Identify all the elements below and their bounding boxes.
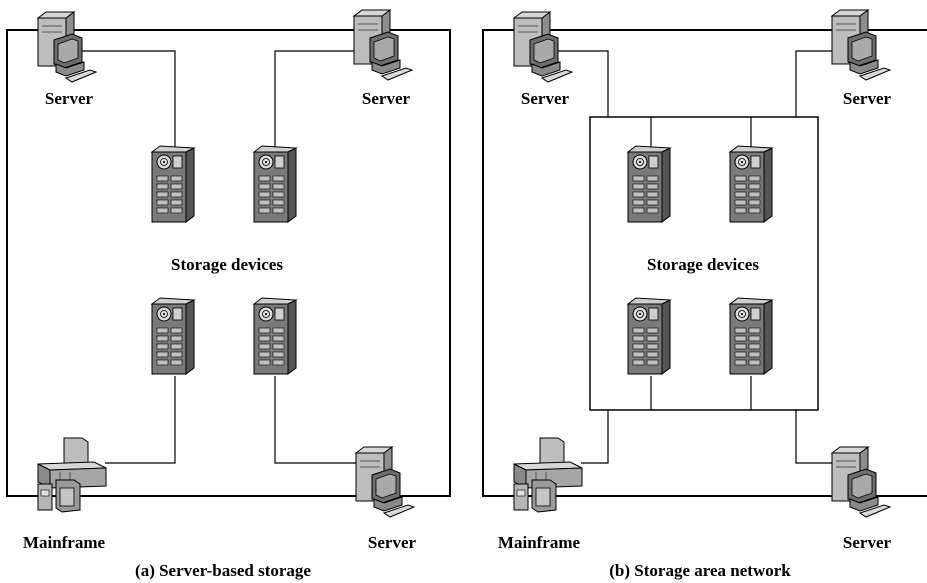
link-a-server-br bbox=[274, 376, 364, 464]
server-icon bbox=[355, 446, 415, 518]
server-icon bbox=[831, 9, 891, 81]
storage-icon bbox=[627, 145, 671, 223]
link-a-mainframe bbox=[105, 376, 176, 464]
label-server: Server bbox=[521, 89, 570, 108]
server-icon bbox=[353, 9, 413, 81]
storage-icon bbox=[729, 297, 773, 375]
storage-icon bbox=[729, 145, 773, 223]
storage-icon bbox=[253, 145, 297, 223]
link-a-server-tl bbox=[70, 50, 176, 148]
storage-icon bbox=[253, 297, 297, 375]
network-frame-b bbox=[482, 29, 927, 497]
server-icon bbox=[831, 446, 891, 518]
storage-icon bbox=[151, 145, 195, 223]
mainframe-icon bbox=[37, 437, 107, 513]
network-frame-a bbox=[6, 29, 451, 497]
label-mainframe: Mainframe bbox=[498, 533, 581, 552]
label-server: Server bbox=[362, 89, 411, 108]
label-server: Server bbox=[45, 89, 94, 108]
link-b-server-tl bbox=[546, 50, 609, 117]
label-server: Server bbox=[843, 89, 892, 108]
storage-icon bbox=[151, 297, 195, 375]
mainframe-icon bbox=[513, 437, 583, 513]
label-storage-devices: Storage devices bbox=[171, 255, 283, 274]
caption-b: (b) Storage area network bbox=[609, 561, 791, 580]
label-storage-devices: Storage devices bbox=[647, 255, 759, 274]
caption-a: (a) Server-based storage bbox=[135, 561, 311, 580]
link-b-server-br bbox=[795, 410, 840, 464]
panel-a: Server Server Storage devices Mainframe … bbox=[6, 9, 451, 580]
label-server: Server bbox=[368, 533, 417, 552]
storage-icon bbox=[627, 297, 671, 375]
link-b-mainframe bbox=[581, 410, 609, 464]
label-server: Server bbox=[843, 533, 892, 552]
panel-b: Server Server Storage devices Mainframe … bbox=[482, 9, 927, 580]
link-a-server-tr bbox=[274, 50, 381, 148]
san-fabric bbox=[589, 116, 819, 411]
server-icon bbox=[513, 11, 573, 83]
server-icon bbox=[37, 11, 97, 83]
label-mainframe: Mainframe bbox=[23, 533, 106, 552]
